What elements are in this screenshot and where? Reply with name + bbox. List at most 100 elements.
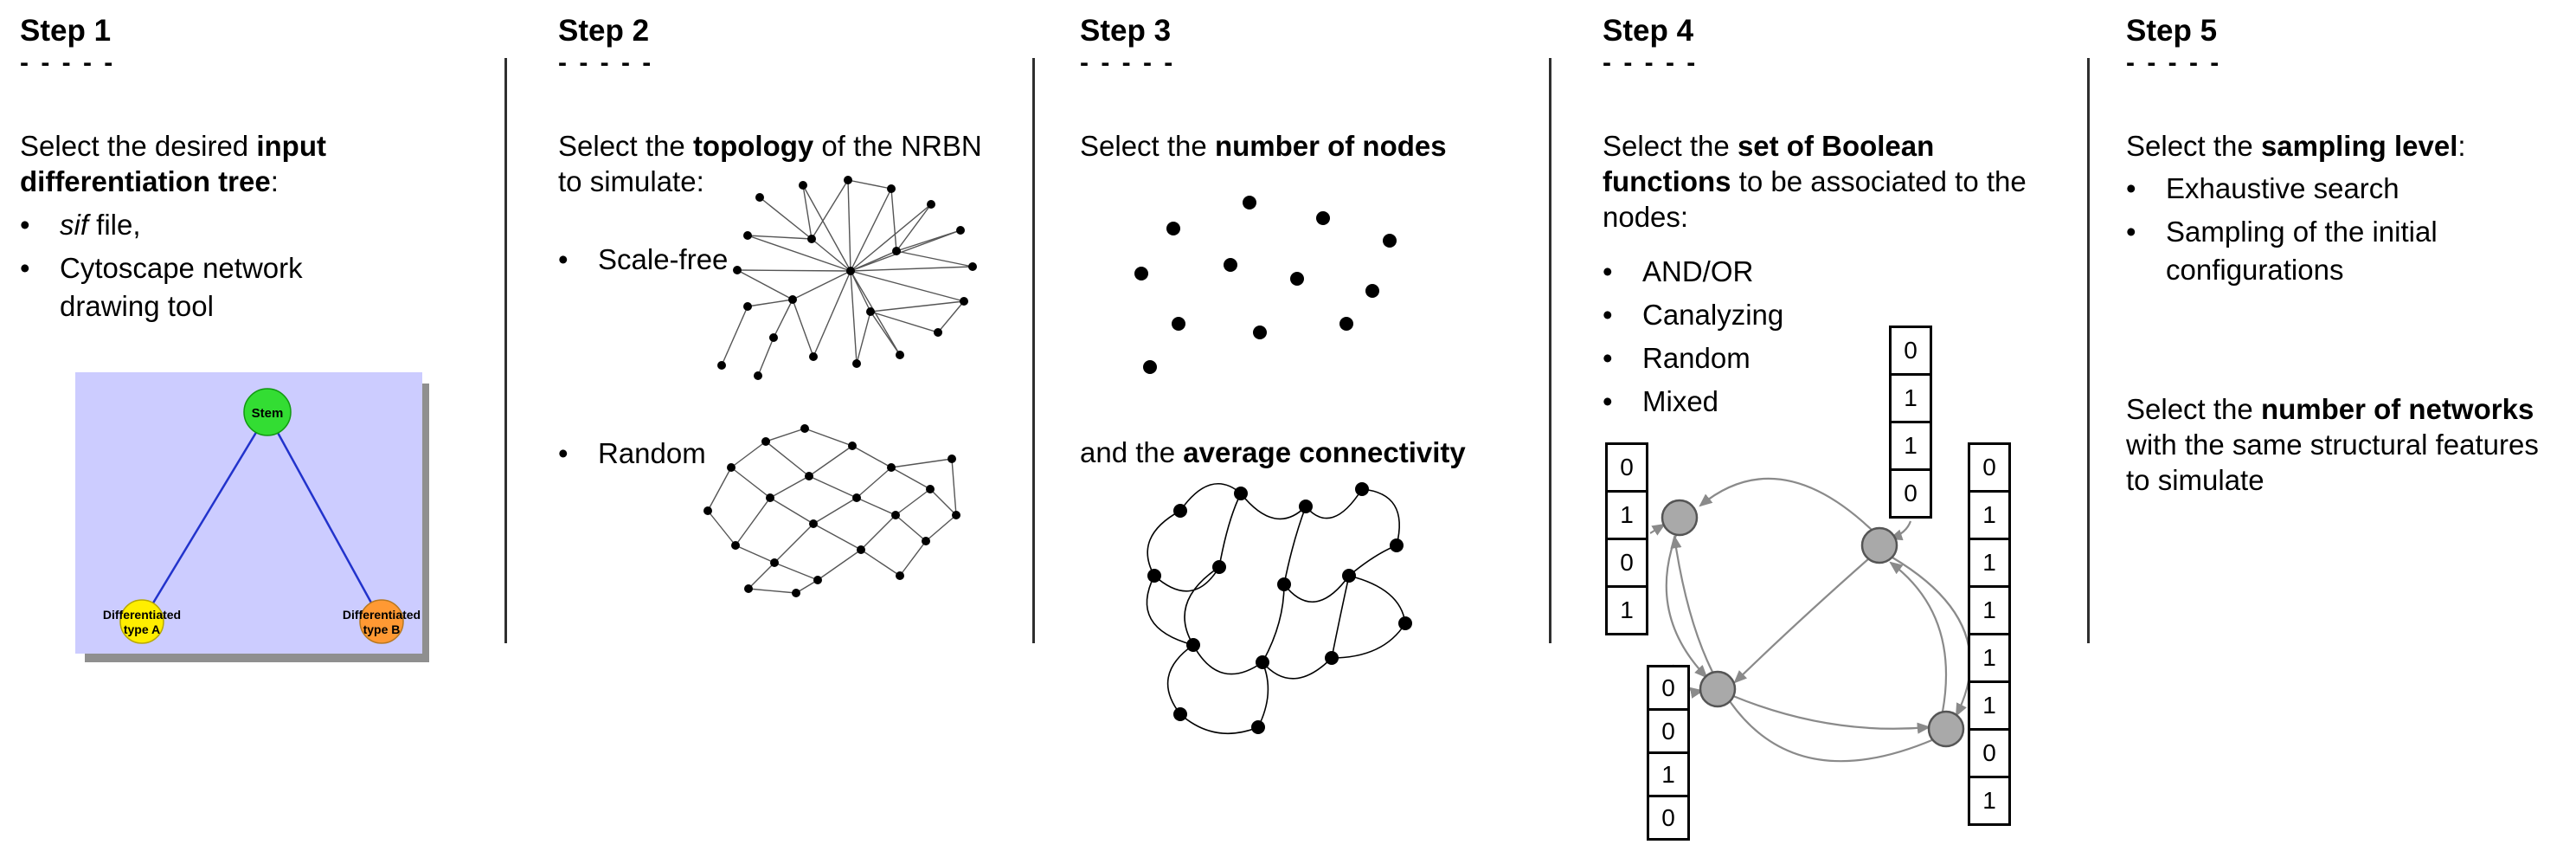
step4-bullet-andor: • AND/OR (1603, 253, 1949, 291)
step3-sentence1-bold: number of nodes (1214, 130, 1447, 162)
step4-bullet-canalyzing: • Canalyzing (1603, 296, 1949, 334)
sif-italic: sif (60, 209, 88, 241)
canalyzing-label: Canalyzing (1642, 299, 1784, 331)
step3-dashes: - - - - - (1080, 48, 1176, 77)
truth-table-cell: 1 (1647, 751, 1690, 797)
step5-heading: Step 5 (2126, 14, 2218, 48)
step5-sentence1-post: : (2457, 130, 2466, 162)
truth-table-cell: 1 (1968, 538, 2011, 588)
boolean-network-arrows (1649, 477, 1972, 763)
step4-bullet-list: • AND/OR • Canalyzing • Random • Mixed (1603, 253, 1949, 421)
step3-sentence2-bold: average connectivity (1183, 436, 1466, 468)
boolean-network-figure (1649, 477, 1972, 763)
sif-rest: file, (88, 209, 141, 241)
scalefree-label: Scale-free (598, 243, 729, 275)
step1-sentence-pre: Select the desired (20, 130, 257, 162)
truth-table-cell: 0 (1889, 468, 1932, 519)
step2-sentence-pre: Select the (558, 130, 693, 162)
truth-table-right: 0 1 1 1 1 1 0 1 (1968, 442, 2011, 826)
gene-node-2 (1860, 526, 1898, 564)
truth-table-cell: 0 (1605, 442, 1648, 493)
connectivity-nodes (1147, 482, 1412, 734)
type-b-label-1: Differentiated (343, 608, 421, 622)
truth-table-cell: 1 (1605, 490, 1648, 540)
stem-label: Stem (252, 406, 284, 421)
step4-sentence-bold: set of Boolean functions (1603, 130, 1935, 197)
step4-sentence-post: to be associated to the nodes: (1603, 165, 2027, 233)
boolean-network-nodes (1661, 499, 1965, 748)
tree-edge-right (266, 413, 383, 622)
truth-table-cell: 1 (1889, 421, 1932, 471)
step2-bullet-scalefree: • Scale-free (558, 241, 728, 279)
random-edges (707, 428, 957, 594)
step5-sentence1-bold: sampling level (2260, 130, 2458, 162)
bullet-marker: • (2126, 172, 2136, 204)
step5-dashes: - - - - - (2126, 48, 2222, 77)
step2-dashes: - - - - - (558, 48, 654, 77)
type-a-label-1: Differentiated (103, 608, 181, 622)
bullet-marker: • (1603, 255, 1613, 287)
nodes-dots-figure (1134, 196, 1397, 374)
differentiation-tree-figure: Stem Differentiated type A Differentiate… (75, 372, 429, 662)
truth-table-cell: 0 (1605, 538, 1648, 588)
bullet-marker: • (1603, 342, 1613, 374)
step1-sentence: Select the desired input differentiation… (20, 128, 491, 199)
bullet-marker: • (1603, 299, 1613, 331)
differentiated-a-node (119, 599, 164, 644)
gene-node-3 (1699, 670, 1737, 708)
step5-bullet-list: • Exhaustive search • Sampling of the in… (2126, 170, 2498, 289)
random-functions-label: Random (1642, 342, 1751, 374)
bullet-marker: • (558, 243, 569, 275)
step4-bullet-mixed: • Mixed (1603, 383, 1949, 421)
truth-table-top: 0 1 1 0 (1889, 326, 1932, 519)
truth-table-cell: 1 (1605, 585, 1648, 635)
step4-sentence-pre: Select the (1603, 130, 1738, 162)
step5-bullet-sampling: • Sampling of the initial configurations (2126, 213, 2498, 289)
truth-table-bottom: 0 0 1 0 (1647, 665, 1690, 841)
step1-bullet-sif: • sif file, (20, 206, 366, 244)
truth-table-cell: 0 (1968, 728, 2011, 778)
bullet-marker: • (1603, 385, 1613, 417)
dots-nodes (1134, 196, 1397, 374)
step3-heading: Step 3 (1080, 14, 1172, 48)
column-divider-3 (1549, 58, 1551, 643)
truth-table-cell: 0 (1647, 708, 1690, 754)
truth-table-cell: 0 (1968, 442, 2011, 493)
step4-bullet-random: • Random (1603, 339, 1949, 377)
step5-sentence2-bold: number of networks (2260, 393, 2534, 425)
truth-table-cell: 1 (1968, 490, 2011, 540)
step5-sentence-networks: Select the number of networks with the s… (2126, 391, 2563, 498)
step1-bullet-cytoscape-label: Cytoscape network drawing tool (60, 252, 303, 322)
truth-table-left: 0 1 0 1 (1605, 442, 1648, 635)
column-divider-4 (2087, 58, 2090, 643)
step2-bullet-random: • Random (558, 435, 706, 473)
truth-table-cell: 0 (1647, 665, 1690, 711)
exhaustive-label: Exhaustive search (2166, 172, 2399, 204)
step1-bullet-cytoscape: • Cytoscape network drawing tool (20, 249, 366, 326)
andor-label: AND/OR (1642, 255, 1754, 287)
scalefree-edges (721, 179, 973, 377)
scalefree-network-figure (717, 176, 977, 380)
step1-heading: Step 1 (20, 14, 112, 48)
mixed-label: Mixed (1642, 385, 1719, 417)
step4-sentence: Select the set of Boolean functions to b… (1603, 128, 2040, 235)
step3-sentence2-pre: and the (1080, 436, 1184, 468)
stem-node (243, 388, 292, 436)
tree-edge-left (140, 413, 269, 622)
step3-sentence-nodes: Select the number of nodes (1080, 128, 1547, 164)
scalefree-nodes (717, 176, 977, 380)
random-label: Random (598, 437, 706, 469)
truth-table-cell: 0 (1889, 326, 1932, 376)
truth-table-cell: 1 (1889, 373, 1932, 423)
step1-sentence-bold: input differentiation tree (20, 130, 326, 197)
step4-dashes: - - - - - (1603, 48, 1699, 77)
step2-sentence: Select the topology of the NRBN to simul… (558, 128, 986, 199)
step1-bullet-list: • sif file, • Cytoscape network drawing … (20, 206, 366, 326)
step1-bullet-sif-label: sif file, (60, 206, 141, 244)
random-network-figure (703, 424, 960, 597)
step3-sentence1-pre: Select the (1080, 130, 1215, 162)
column-divider-1 (504, 58, 507, 643)
differentiated-b-node (359, 599, 404, 644)
column-divider-2 (1032, 58, 1035, 643)
